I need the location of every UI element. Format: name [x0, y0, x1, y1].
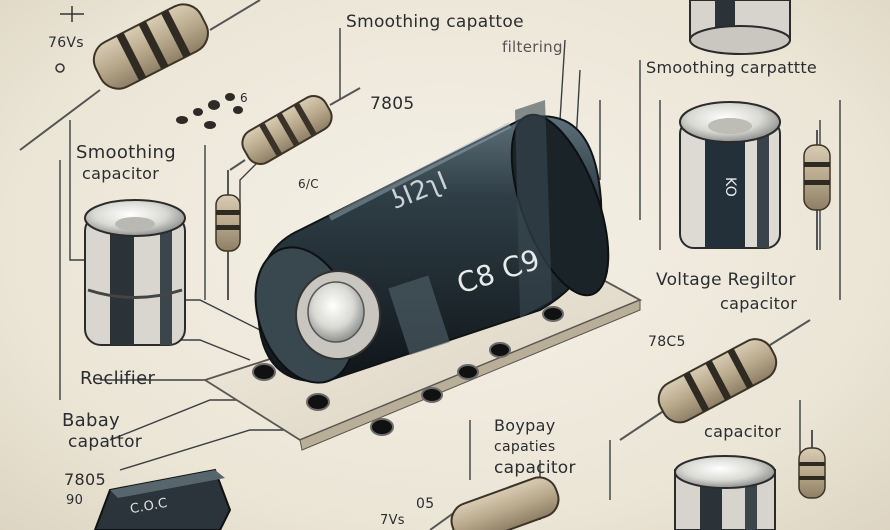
diode-cluster [176, 93, 243, 129]
capacitor-top-right [689, 0, 791, 55]
scribble-marks [55, 6, 84, 73]
label-capaties: capaties [494, 439, 556, 455]
label-rectifier: Reclifier [80, 368, 156, 389]
resistor-top-left [19, 0, 261, 151]
small-mark-2: 6/C [298, 177, 319, 191]
ic-bottom-left [93, 468, 232, 530]
label-smoothing-top-right: Smoothing carpattte [646, 58, 818, 77]
label-05: 05 [416, 496, 435, 512]
label-capacitor-right: capacitor [704, 422, 782, 441]
label-capattor: capattor [68, 432, 143, 452]
label-boypay: Boypay [494, 416, 556, 435]
main-capacitor [254, 100, 610, 384]
label-7vs: 7Vs [380, 513, 405, 528]
label-90-bottom-left: 90 [66, 493, 84, 508]
label-smoothing-left-2: capacitor [82, 164, 160, 183]
small-mark-1: 6 [240, 91, 248, 105]
title-smoothing: Smoothing capattoe [346, 12, 524, 32]
label-babay: Babay [62, 410, 120, 431]
capacitor-left [84, 199, 186, 346]
resistor-bottom-center [429, 476, 560, 530]
resistor-code-label: 7805 [370, 94, 415, 114]
resistor-small-left [215, 170, 241, 300]
right-cap-mark: KO [722, 176, 739, 198]
resistor-bottom-right [798, 430, 826, 499]
resistor-right-small [803, 130, 831, 250]
label-7805-bottom-left: 7805 [64, 470, 106, 489]
label-voltage-regulator-cap: capacitor [720, 294, 798, 313]
capacitor-bottom-right [674, 455, 776, 530]
label-smoothing-left-1: Smoothing [76, 142, 176, 163]
capacitor-right [679, 101, 781, 249]
label-right-resistor-code: 78C5 [648, 334, 686, 350]
label-capacitor-bottom-center: capacitor [494, 458, 576, 478]
resistor-right-diagonal [619, 319, 811, 441]
title-filtering: filtering [502, 38, 563, 56]
label-voltage-regulator: Voltage Regiltor [656, 270, 796, 290]
voltage-label-top-left: 76Vs [48, 35, 84, 51]
resistor-mid-left [229, 87, 361, 171]
